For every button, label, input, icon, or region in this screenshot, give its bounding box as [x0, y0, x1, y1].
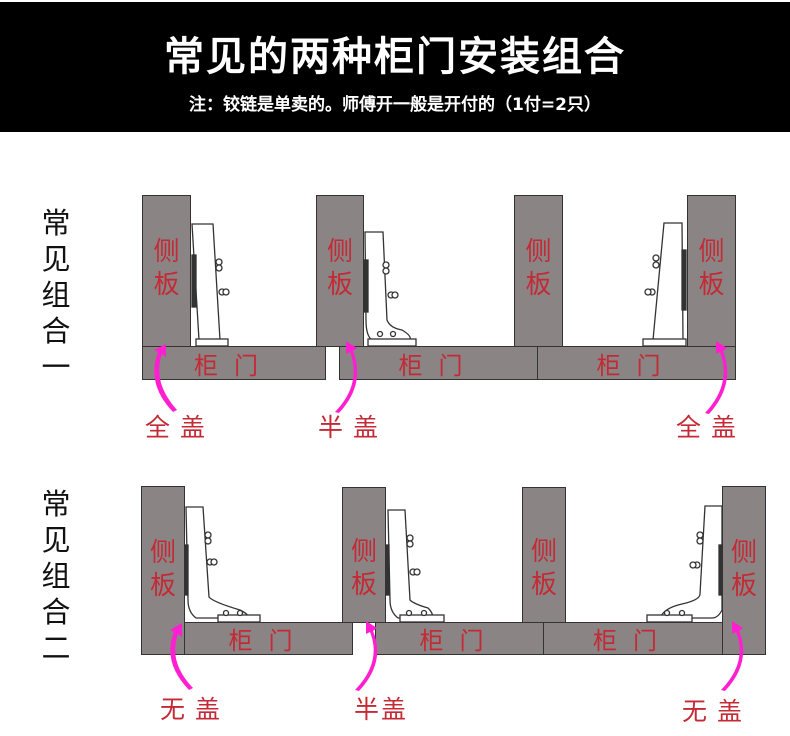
- overlay-caption: 无盖: [160, 695, 231, 724]
- header-note: 注：铰链是单卖的。师傅开一般是开付的（1付=2只）: [189, 95, 601, 115]
- side-panel: 侧 板: [342, 487, 386, 623]
- label-char: 组: [41, 278, 71, 312]
- label-char: 常: [41, 206, 71, 240]
- label-char: 组: [41, 559, 71, 593]
- combo-1-label: 常 见 组 合 一: [38, 205, 74, 385]
- hinge-icon: [183, 506, 261, 623]
- side-panel-text: 侧: [698, 237, 725, 267]
- side-panel-text: 侧: [153, 237, 180, 267]
- side-panel-text: 侧: [530, 537, 557, 567]
- label-char: 二: [41, 631, 71, 665]
- label-char: 合: [41, 595, 71, 629]
- hinge-icon: [363, 231, 417, 347]
- side-panel-text: 板: [153, 270, 180, 300]
- side-panel: 侧 板: [522, 487, 566, 623]
- cabinet-door-text: 柜门: [398, 351, 479, 380]
- combo-2-label: 常 见 组 合 二: [38, 486, 74, 666]
- side-panel-text: 板: [530, 570, 557, 600]
- side-panel-text: 板: [326, 270, 353, 300]
- side-panel-text: 板: [730, 571, 757, 601]
- cabinet-door: 柜门: [375, 622, 544, 655]
- side-panel-text: 侧: [149, 538, 176, 568]
- cabinet-door: 柜门: [537, 346, 736, 380]
- side-panel-text: 板: [525, 270, 552, 300]
- overlay-caption: 无盖: [682, 697, 753, 726]
- hinge-icon: [191, 223, 230, 347]
- page-title: 常见的两种柜门安装组合: [164, 34, 626, 80]
- overlay-caption: 全盖: [145, 413, 216, 442]
- side-panel: 侧 板: [316, 195, 364, 347]
- side-panel-text: 板: [350, 570, 377, 600]
- curved-arrow-icon: [355, 621, 378, 691]
- cabinet-door: 柜门: [543, 622, 723, 655]
- side-panel: 侧 板: [142, 195, 191, 347]
- side-panel: 侧 板: [141, 486, 185, 655]
- side-panel: 侧 板: [722, 486, 766, 655]
- cabinet-door: 柜门: [184, 622, 353, 655]
- cabinet-door-text: 柜门: [596, 351, 677, 380]
- side-panel-text: 侧: [350, 537, 377, 567]
- cabinet-door-text: 柜门: [419, 627, 500, 655]
- side-panel-text: 侧: [525, 237, 552, 267]
- cabinet-door-text: 柜门: [194, 351, 274, 380]
- label-char: 常: [41, 487, 71, 521]
- hinge-icon: [642, 222, 687, 347]
- cabinet-door: 柜门: [142, 346, 326, 380]
- label-char: 一: [41, 350, 71, 384]
- overlay-caption: 全盖: [676, 413, 747, 442]
- hinge-icon: [384, 509, 445, 623]
- side-panel-text: 侧: [326, 237, 353, 267]
- header-banner: 常见的两种柜门安装组合 注：铰链是单卖的。师傅开一般是开付的（1付=2只）: [0, 2, 790, 132]
- cabinet-door-text: 柜门: [593, 627, 673, 655]
- cabinet-door-text: 柜门: [228, 627, 309, 655]
- overlay-caption: 半盖: [354, 695, 409, 724]
- side-panel-text: 板: [698, 270, 725, 300]
- overlay-caption: 半盖: [318, 413, 389, 442]
- side-panel-text: 侧: [730, 538, 757, 568]
- hinge-icon: [646, 505, 724, 623]
- label-char: 见: [41, 523, 71, 557]
- label-char: 见: [41, 242, 71, 276]
- label-char: 合: [41, 314, 71, 348]
- side-panel: 侧 板: [687, 195, 736, 347]
- cabinet-door: 柜门: [339, 346, 538, 380]
- side-panel: 侧 板: [514, 195, 563, 347]
- side-panel-text: 板: [149, 571, 176, 601]
